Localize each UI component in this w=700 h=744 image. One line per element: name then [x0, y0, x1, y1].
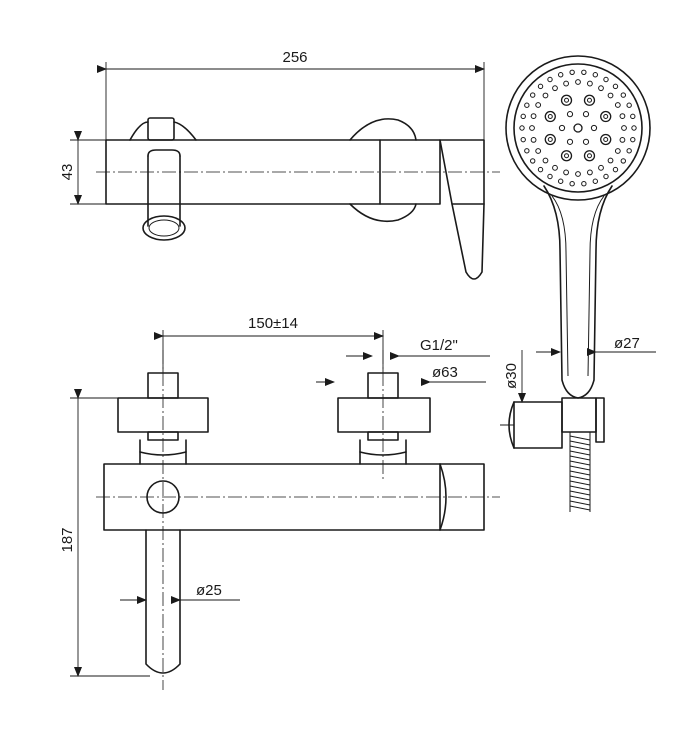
dim-overall-width: 256 — [282, 49, 307, 66]
spray-nozzles — [519, 69, 637, 187]
dim-holder-diameter: ø30 — [503, 363, 520, 389]
front-view: 150±14 G1/2" ø63 187 — [59, 315, 500, 690]
dim-total-height: 187 — [59, 527, 76, 552]
dim-thread: G1/2" — [420, 337, 458, 354]
top-view: 256 43 — [59, 49, 500, 280]
dim-inlet-spacing: 150±14 — [248, 315, 298, 332]
dim-spout-diameter: ø25 — [196, 582, 222, 599]
dim-body-height: 43 — [59, 164, 76, 181]
dim-flange-diameter: ø63 — [432, 364, 458, 381]
dim-handle-diameter: ø27 — [614, 335, 640, 352]
hand-shower: ø30 ø27 — [500, 55, 656, 512]
